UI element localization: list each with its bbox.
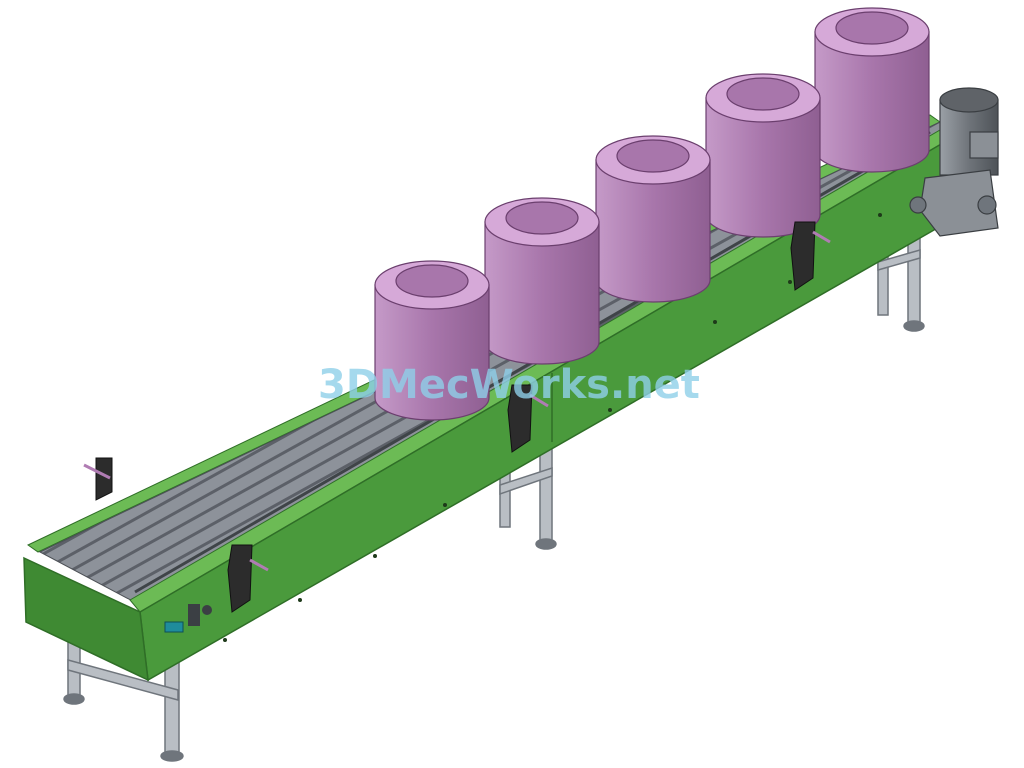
leg-mid-a bbox=[539, 444, 553, 541]
container-4 bbox=[705, 73, 821, 238]
bracket-front-right bbox=[790, 221, 816, 291]
sensor-switch bbox=[164, 604, 212, 633]
bracket-front-left bbox=[227, 544, 253, 613]
support-legs bbox=[63, 229, 925, 762]
leg-right-foot bbox=[903, 320, 925, 332]
container-5 bbox=[814, 7, 930, 173]
leg-mid-foot bbox=[535, 538, 557, 550]
bolt-holes bbox=[223, 213, 882, 642]
gearbox-shaft bbox=[977, 195, 997, 215]
leg-left-brace bbox=[67, 659, 179, 701]
leg-left-foot-a bbox=[160, 750, 184, 762]
container-3 bbox=[595, 135, 711, 303]
drive-motor bbox=[909, 87, 999, 237]
leg-right-brace bbox=[877, 249, 921, 271]
container-2 bbox=[484, 197, 600, 365]
watermark-text: 3DMecWorks.net bbox=[318, 362, 700, 408]
drive-coupling bbox=[909, 196, 927, 214]
bracket-back-left bbox=[95, 457, 113, 501]
rail-brackets bbox=[83, 221, 831, 613]
leg-left-a bbox=[164, 659, 180, 753]
left-end-panel bbox=[23, 556, 149, 682]
motor-terminal-box bbox=[969, 131, 999, 159]
leg-mid-brace bbox=[499, 466, 553, 496]
containers bbox=[374, 7, 930, 421]
bracket-front-mid bbox=[507, 384, 533, 453]
container-1 bbox=[374, 260, 490, 421]
motor-top bbox=[939, 87, 999, 113]
leg-left-foot-b bbox=[63, 693, 85, 705]
